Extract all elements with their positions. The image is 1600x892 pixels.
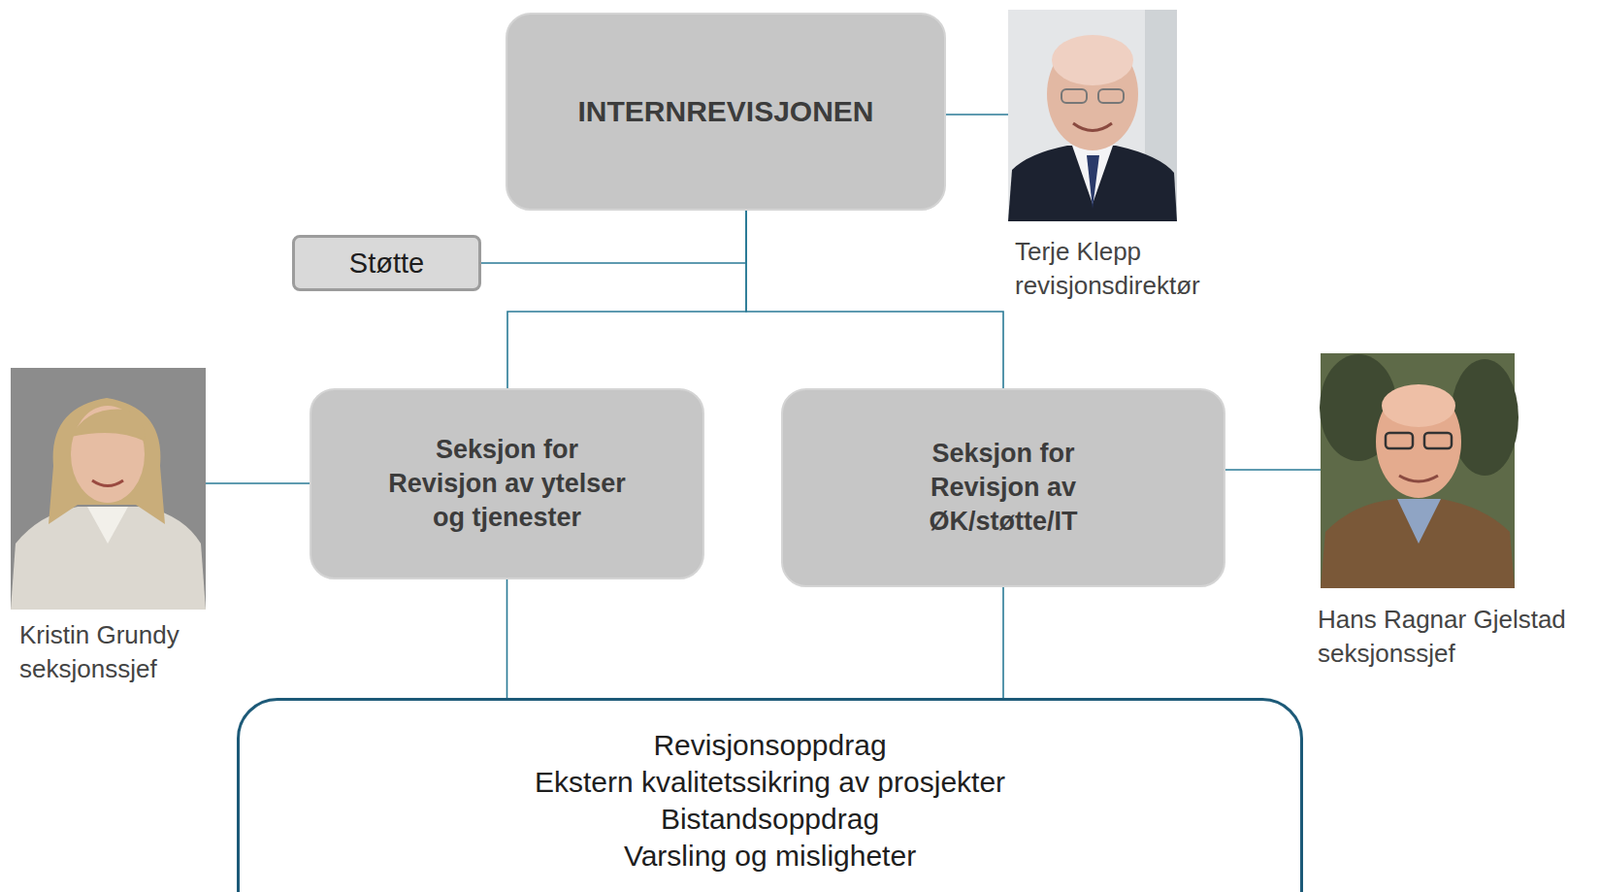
- person-name: Kristin Grundy: [19, 618, 180, 652]
- support-box: Støtte: [292, 234, 482, 292]
- portrait-photo: [1319, 353, 1519, 588]
- leader-line: [1225, 468, 1321, 471]
- box-text: Bistandsoppdrag: [660, 800, 880, 838]
- section-box: Seksjon for Revisjon av ØK/støtte/IT: [781, 388, 1226, 588]
- box-text: Støtte: [349, 246, 425, 280]
- section-box: Seksjon for Revisjon av ytelser og tjene…: [309, 388, 705, 580]
- person-title: revisjonsdirektør: [1014, 268, 1201, 302]
- person-title: seksjonssjef: [1317, 636, 1456, 670]
- person-name: Terje Klepp: [1014, 234, 1142, 268]
- connector-line: [746, 210, 1004, 389]
- portrait-photo: [1008, 9, 1177, 222]
- connector-line: [507, 210, 747, 389]
- leader-line: [205, 482, 310, 485]
- box-text: Ekstern kvalitetssikring av prosjekter: [534, 763, 1006, 801]
- connector-line: [481, 210, 747, 263]
- box-text: Seksjon for Revisjon av ytelser og tjene…: [383, 432, 631, 535]
- box-text: INTERNREVISJONEN: [577, 94, 874, 130]
- leader-line: [946, 113, 1009, 116]
- box-text: Seksjon for Revisjon av ØK/støtte/IT: [880, 436, 1128, 539]
- person-title: seksjonssjef: [19, 652, 158, 686]
- box-text: Varsling og misligheter: [623, 837, 916, 875]
- connector-line: [1002, 587, 1005, 698]
- portrait-photo: [10, 367, 206, 610]
- task-box: RevisjonsoppdragEkstern kvalitetssikring…: [236, 697, 1304, 892]
- director-box: INTERNREVISJONEN: [505, 12, 947, 211]
- person-name: Hans Ragnar Gjelstad: [1317, 602, 1567, 636]
- box-text: Revisjonsoppdrag: [653, 726, 886, 764]
- connector-line: [506, 579, 509, 698]
